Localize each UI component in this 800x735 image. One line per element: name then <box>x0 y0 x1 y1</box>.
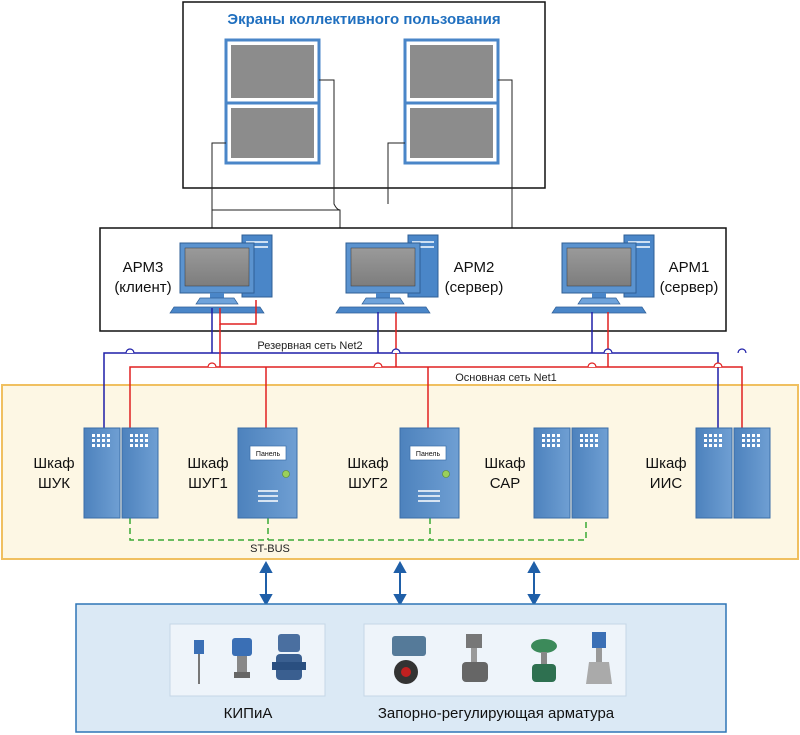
main-network-net1 <box>129 300 743 428</box>
workstation-arm2-role: (сервер) <box>445 279 504 296</box>
cabinet-iis-label-line1: Шкаф <box>645 455 686 472</box>
workstation-arm3-name: АРМ3 <box>123 259 164 276</box>
kip-devices-panel <box>169 623 326 697</box>
screen-panel-2 <box>224 101 321 165</box>
screen-panel-1 <box>224 38 321 105</box>
valves-panel <box>363 623 627 697</box>
cabinet-shug2-label-line1: Шкаф <box>347 455 388 472</box>
workstation-arm2-name: АРМ2 <box>454 259 495 276</box>
cabinet-shug1-icon <box>237 427 298 519</box>
main-network-label: Основная сеть Net1 <box>455 372 557 384</box>
gate-valve-icon <box>586 632 612 684</box>
workstation-arm1-role: (сервер) <box>660 279 719 296</box>
network-crossings <box>125 348 747 354</box>
cabinet-shug1-label-line1: Шкаф <box>187 455 228 472</box>
sensor-icon <box>194 640 204 684</box>
cabinet-sar-label-line2: САР <box>490 475 521 492</box>
cabinet-shug2-icon <box>399 427 460 519</box>
valves-label: Запорно-регулирующая арматура <box>378 705 615 722</box>
pressure-transmitter-icon <box>232 638 252 678</box>
screen-panel-3 <box>403 38 500 105</box>
cabinet-sar-label-line1: Шкаф <box>484 455 525 472</box>
screen-panel-4 <box>403 101 500 165</box>
cabinet-shug2-panel-label: Панель <box>416 451 441 458</box>
workstation-arm1-name: АРМ1 <box>669 259 710 276</box>
cabinet-iis-label-line2: ИИС <box>650 475 683 492</box>
reserve-network-label: Резервная сеть Net2 <box>257 340 362 352</box>
st-bus <box>129 518 587 541</box>
electric-valve-icon <box>392 636 426 684</box>
cabinet-shug1-panel-label: Панель <box>256 451 281 458</box>
cabinet-shug1-label-line2: ШУГ1 <box>188 475 228 492</box>
cabinet-shuk-label-line2: ШУК <box>38 475 70 492</box>
flowmeter-icon <box>272 634 306 680</box>
control-valve-icon <box>462 634 488 682</box>
cabinet-shuk-label-line1: Шкаф <box>33 455 74 472</box>
regulating-valve-icon <box>531 639 557 682</box>
screens-box-title: Экраны коллективного пользования <box>227 11 500 28</box>
workstation-arm3-role: (клиент) <box>114 279 171 296</box>
field-link-arrows <box>259 560 541 607</box>
kip-label: КИПиА <box>224 705 273 722</box>
cabinet-shug2-label-line2: ШУГ2 <box>348 475 388 492</box>
st-bus-label: ST-BUS <box>250 543 290 555</box>
reserve-network-net2 <box>103 308 719 428</box>
